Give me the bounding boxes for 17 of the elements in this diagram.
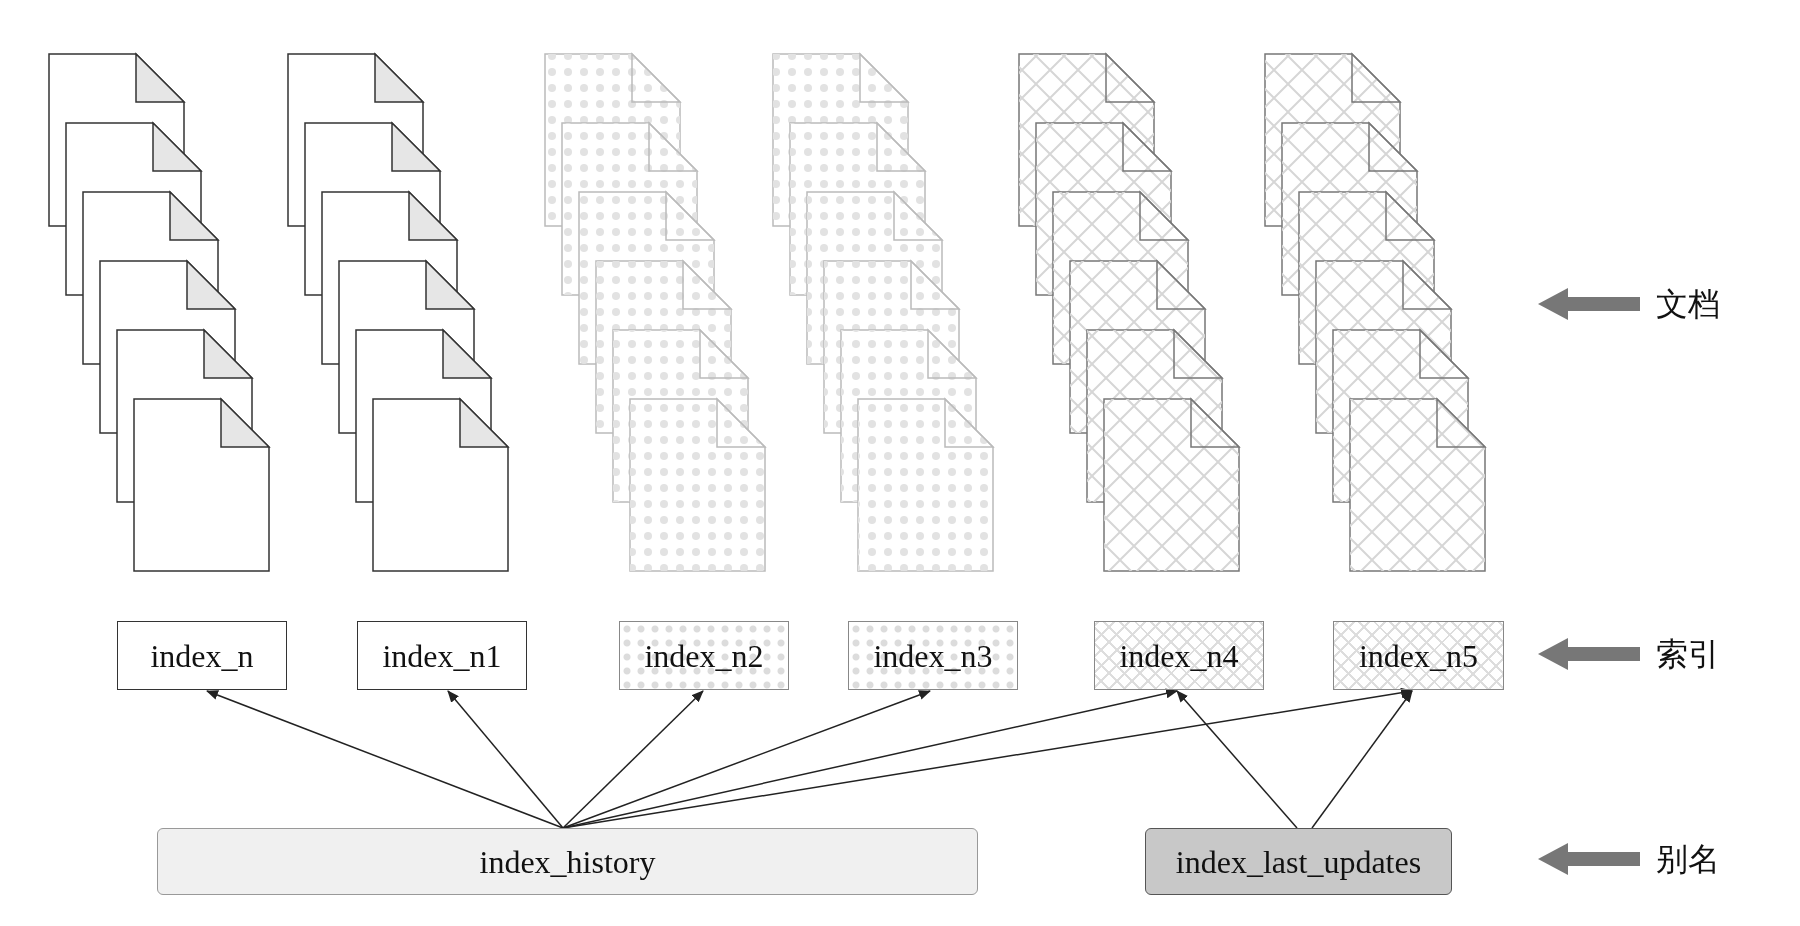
alias-box: index_last_updates: [1145, 828, 1452, 895]
arrow: [562, 690, 931, 829]
layer-label: 文档: [1656, 288, 1720, 320]
arrow: [1176, 690, 1298, 829]
index-box: index_n1: [357, 621, 527, 690]
layer-label: 别名: [1656, 843, 1720, 875]
index-box: index_n2: [619, 621, 789, 690]
arrow: [1311, 690, 1413, 829]
alias-box: index_history: [157, 828, 978, 895]
index-box: index_n3: [848, 621, 1018, 690]
arrow: [562, 690, 704, 829]
arrow: [447, 690, 564, 829]
arrow: [206, 690, 564, 829]
index-box: index_n: [117, 621, 287, 690]
layer-label: 索引: [1656, 638, 1720, 670]
index-box: index_n5: [1333, 621, 1504, 690]
index-box: index_n4: [1094, 621, 1264, 690]
